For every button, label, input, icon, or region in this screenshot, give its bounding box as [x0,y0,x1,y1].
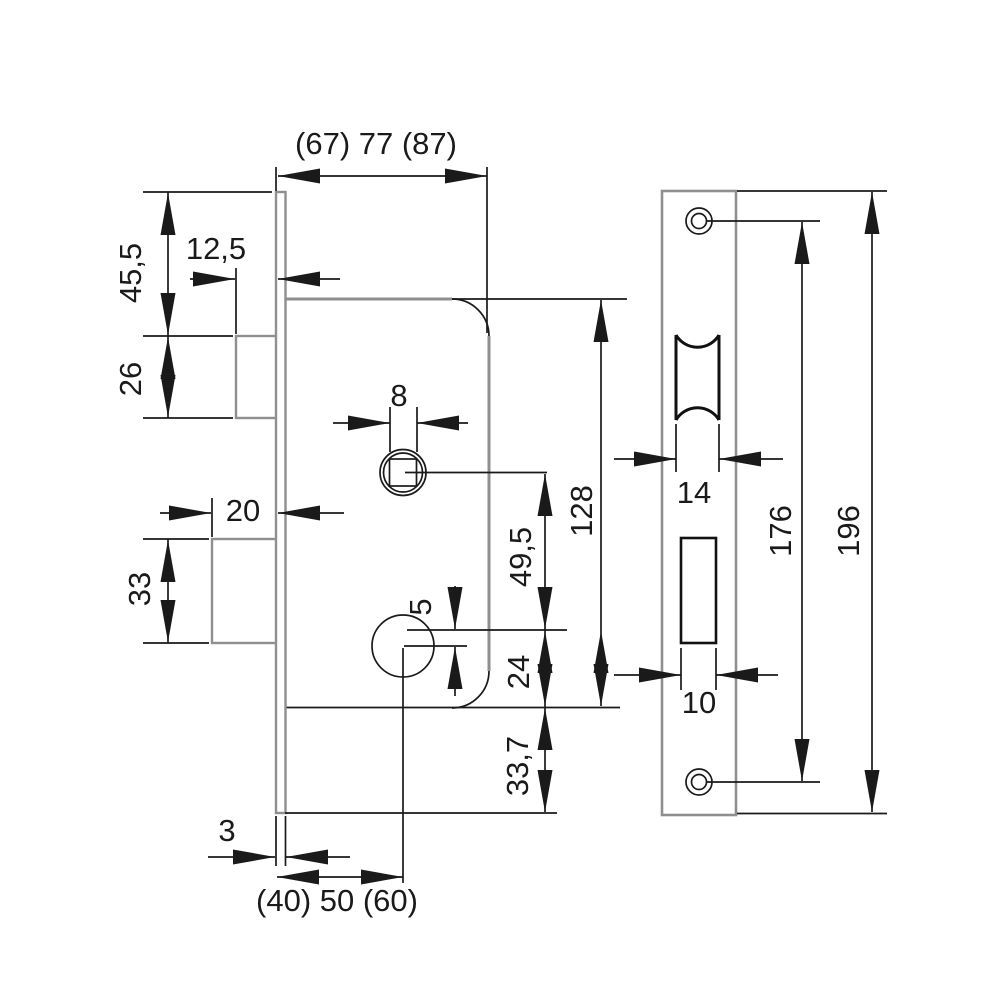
faceplate-front-outline [660,189,738,817]
dim-label-cylinder-to-bottom: 24 [501,655,536,689]
dim-label-plate-top-to-latch: 45,5 [113,243,148,303]
dimension-arrowheads [160,168,880,885]
faceplate-front-view [660,189,738,817]
dim-label-backset: (40) 50 (60) [256,883,418,918]
dim-label-latch-height: 26 [113,362,148,396]
dim-label-deadbolt-protrusion: 20 [226,493,260,528]
lock-case-body [285,299,489,708]
faceplate-side-strip [274,190,287,815]
dim-label-latch-protrusion: 12,5 [186,231,246,266]
dim-label-faceplate-thickness: 3 [218,813,235,848]
dimension-labels: (67) 77 (87) 12,5 45,5 26 8 20 33 5 49,5… [113,126,866,918]
dim-label-bottom-to-plate-end: 33,7 [500,736,535,796]
dim-label-bolt-cutout-width: 10 [682,685,716,720]
dim-label-deadbolt-height: 33 [122,572,157,606]
extension-lines [143,167,887,883]
dim-label-screw-spacing: 176 [763,505,798,557]
dim-label-case-width: (67) 77 (87) [295,126,457,161]
deadbolt [210,537,279,645]
deadbolt-cutout [679,536,718,645]
dim-label-case-height: 128 [564,485,599,537]
latch-bolt [234,334,279,420]
lock-case-side-view [210,190,620,815]
dim-label-plate-length: 196 [831,505,866,557]
dim-label-cylinder-offset: 5 [403,598,438,615]
dim-label-spindle-to-cylinder: 49,5 [503,527,538,587]
dim-label-spindle-square: 8 [390,378,407,413]
latch-cutout [674,334,721,421]
dim-label-latch-cutout-width: 14 [677,475,711,510]
